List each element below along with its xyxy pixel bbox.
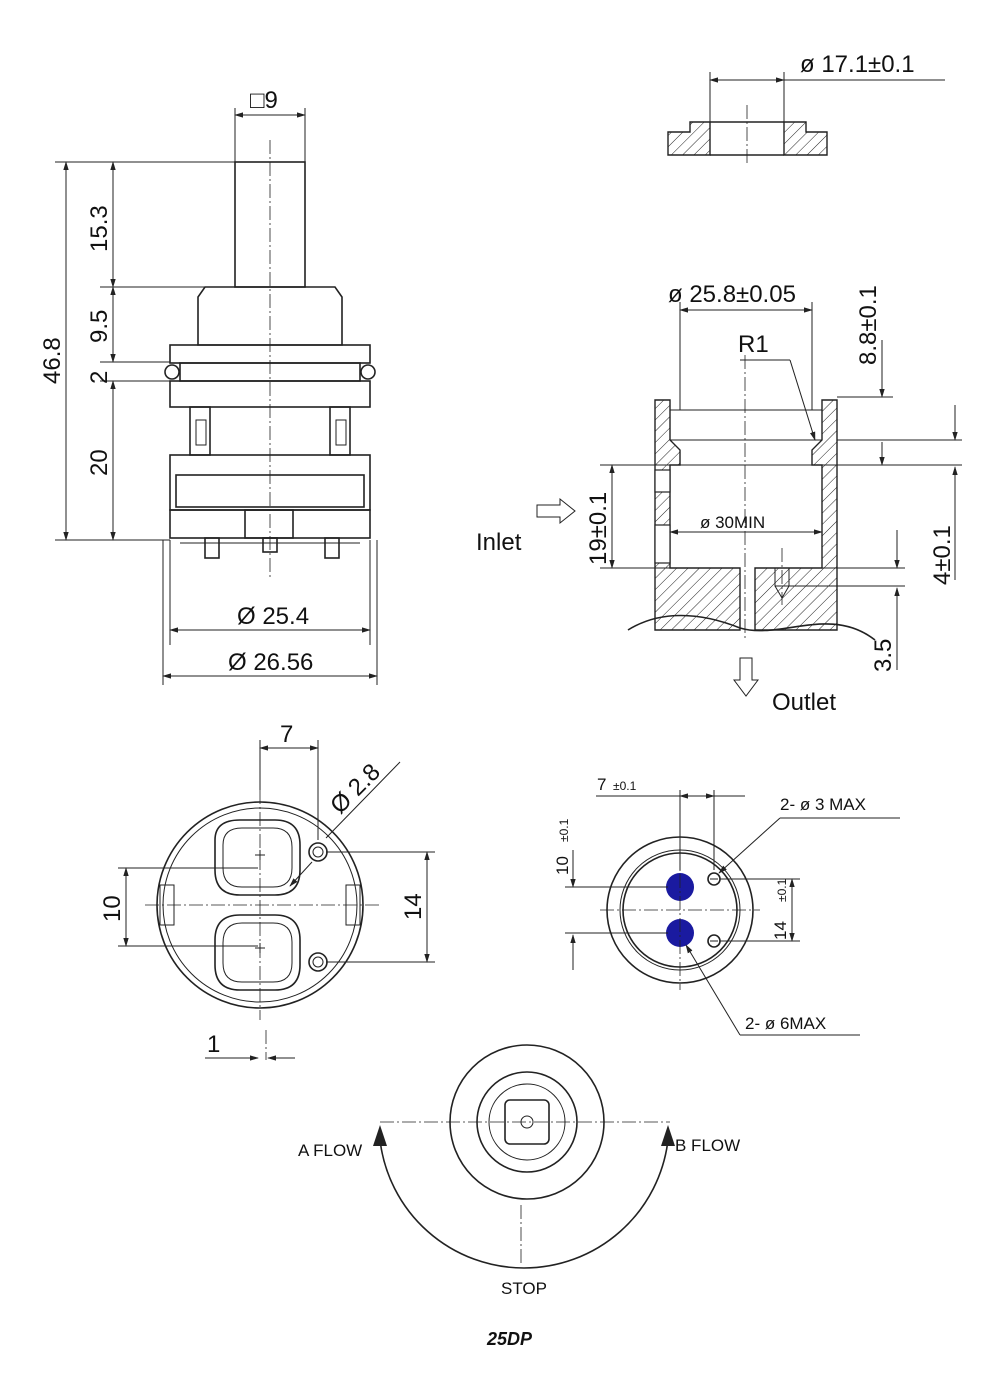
seat-depth-label: 4±0.1 bbox=[929, 525, 956, 585]
radius-label: R1 bbox=[738, 331, 769, 358]
ring-step-label: 2 bbox=[86, 371, 113, 384]
b-flow-label: B FLOW bbox=[675, 1136, 740, 1155]
housing-section: ø 25.8±0.05 R1 8.8±0.1 4±0.1 ø 30MIN 19±… bbox=[476, 281, 962, 716]
body-step-label: 9.5 bbox=[86, 310, 113, 343]
seat-view: 7 ±0.1 10 ±0.1 14 ±0.1 2- ø 3 MAX 2- ø 6… bbox=[553, 775, 900, 1036]
seat-pin-spacing-tol: ±0.1 bbox=[775, 878, 789, 902]
port-offset-label: 7 bbox=[280, 721, 293, 748]
pin-offset-label: 1 bbox=[207, 1031, 220, 1058]
chamber-diameter-label: ø 30MIN bbox=[700, 513, 765, 532]
small-holes-label: 2- ø 3 MAX bbox=[780, 795, 866, 814]
stop-label: STOP bbox=[501, 1279, 547, 1298]
washer-section: ø 17.1±0.1 bbox=[667, 51, 945, 165]
inlet-label: Inlet bbox=[476, 529, 522, 556]
chamber-height-label: 19±0.1 bbox=[585, 492, 612, 565]
pin-depth-label: 3.5 bbox=[870, 639, 897, 672]
thread-depth-label: 8.8±0.1 bbox=[855, 285, 882, 365]
outer-diameter-label: Ø 26.56 bbox=[228, 649, 313, 676]
stem-height-label: 15.3 bbox=[86, 205, 113, 252]
pin-spacing-label: 14 bbox=[400, 893, 427, 920]
large-holes-label: 2- ø 6MAX bbox=[745, 1014, 826, 1033]
seat-hole-spacing-tol: ±0.1 bbox=[557, 818, 571, 842]
inner-diameter-label: Ø 25.4 bbox=[237, 603, 309, 630]
square-stem-label: □9 bbox=[250, 87, 278, 114]
bottom-view: 7 Ø 2.8 10 14 1 bbox=[99, 721, 435, 1061]
model-label: 25DP bbox=[486, 1329, 533, 1349]
side-view: □9 46.8 15.3 9.5 2 20 Ø 25.4 Ø 26.56 bbox=[39, 87, 378, 685]
lower-body-label: 20 bbox=[86, 449, 113, 476]
bore-diameter-label: ø 25.8±0.05 bbox=[668, 281, 796, 308]
large-hole-bottom bbox=[666, 919, 694, 947]
seat-hole-spacing-label: 10 bbox=[553, 856, 572, 875]
washer-diameter-label: ø 17.1±0.1 bbox=[800, 51, 915, 78]
outlet-label: Outlet bbox=[772, 689, 836, 716]
pin-diameter-label: Ø 2.8 bbox=[325, 759, 386, 820]
rotation-view: A FLOW B FLOW STOP bbox=[298, 1044, 740, 1298]
total-height-label: 46.8 bbox=[39, 337, 66, 384]
seat-pin-spacing-label: 14 bbox=[771, 921, 790, 940]
port-spacing-label: 10 bbox=[99, 895, 126, 922]
a-flow-label: A FLOW bbox=[298, 1141, 362, 1160]
seat-offset-tol: ±0.1 bbox=[613, 779, 637, 793]
seat-offset-label: 7 bbox=[597, 775, 606, 794]
